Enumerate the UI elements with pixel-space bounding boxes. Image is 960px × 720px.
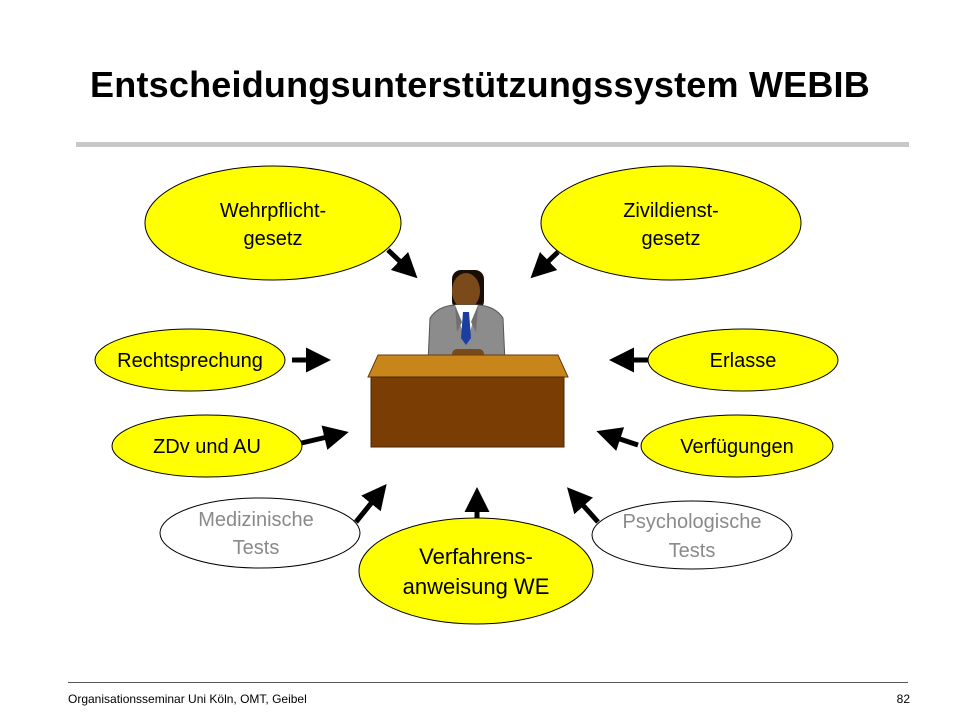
svg-text:gesetz: gesetz bbox=[244, 228, 303, 250]
footer-divider bbox=[68, 682, 908, 683]
node-medizinisch: Medizinische Tests bbox=[160, 498, 360, 568]
node-zdv: ZDv und AU bbox=[112, 415, 302, 477]
svg-text:gesetz: gesetz bbox=[642, 228, 701, 250]
svg-text:Verfügungen: Verfügungen bbox=[680, 436, 793, 458]
node-psychologisch: Psychologische Tests bbox=[592, 501, 792, 569]
svg-text:Rechtsprechung: Rechtsprechung bbox=[117, 350, 263, 372]
svg-text:Tests: Tests bbox=[669, 540, 716, 562]
arrow-wehrpflicht bbox=[388, 250, 411, 272]
arrow-verfuegungen bbox=[605, 434, 638, 445]
node-wehrpflicht: Wehrpflicht- gesetz bbox=[145, 166, 401, 280]
arrow-medizinisch bbox=[356, 491, 381, 522]
node-verfuegungen: Verfügungen bbox=[641, 415, 833, 477]
arrow-psychologisch bbox=[573, 494, 598, 522]
page-number: 82 bbox=[897, 692, 910, 706]
desk bbox=[368, 355, 568, 447]
node-erlasse: Erlasse bbox=[648, 329, 838, 391]
person-figure bbox=[428, 270, 505, 362]
node-verfahren: Verfahrens- anweisung WE bbox=[359, 518, 593, 624]
svg-text:Medizinische: Medizinische bbox=[198, 509, 314, 531]
node-rechtsprechung: Rechtsprechung bbox=[95, 329, 285, 391]
svg-text:Psychologische: Psychologische bbox=[623, 511, 762, 533]
svg-text:Verfahrens-: Verfahrens- bbox=[419, 544, 533, 569]
svg-text:anweisung WE: anweisung WE bbox=[403, 574, 550, 599]
svg-text:Erlasse: Erlasse bbox=[710, 350, 777, 372]
svg-text:ZDv und AU: ZDv und AU bbox=[153, 436, 261, 458]
svg-text:Zivildienst-: Zivildienst- bbox=[623, 200, 719, 222]
node-zivildienst: Zivildienst- gesetz bbox=[541, 166, 801, 280]
arrow-zivildienst bbox=[537, 252, 558, 272]
footer-text: Organisationsseminar Uni Köln, OMT, Geib… bbox=[68, 692, 307, 706]
svg-text:Wehrpflicht-: Wehrpflicht- bbox=[220, 200, 326, 222]
svg-text:Tests: Tests bbox=[233, 537, 280, 559]
